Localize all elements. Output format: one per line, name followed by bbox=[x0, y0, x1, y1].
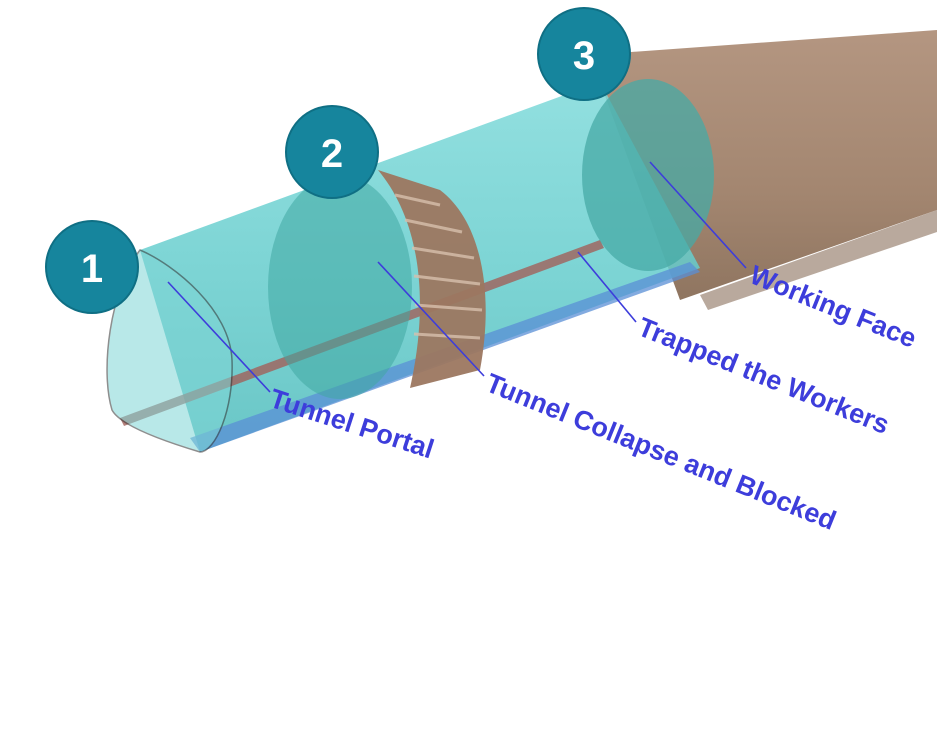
badge-1: 1 bbox=[45, 220, 139, 314]
badge-3: 3 bbox=[537, 7, 631, 101]
leader-lines bbox=[167, 161, 747, 393]
label-working-face: Working Face bbox=[746, 260, 921, 354]
badge-2: 2 bbox=[285, 105, 379, 199]
tunnel-portal-ring bbox=[106, 249, 233, 453]
badge-2-number: 2 bbox=[321, 132, 343, 176]
working-face-disk bbox=[582, 79, 714, 271]
badge-1-number: 1 bbox=[81, 247, 103, 291]
collapse-zone bbox=[268, 170, 486, 399]
badge-3-number: 3 bbox=[573, 34, 595, 78]
